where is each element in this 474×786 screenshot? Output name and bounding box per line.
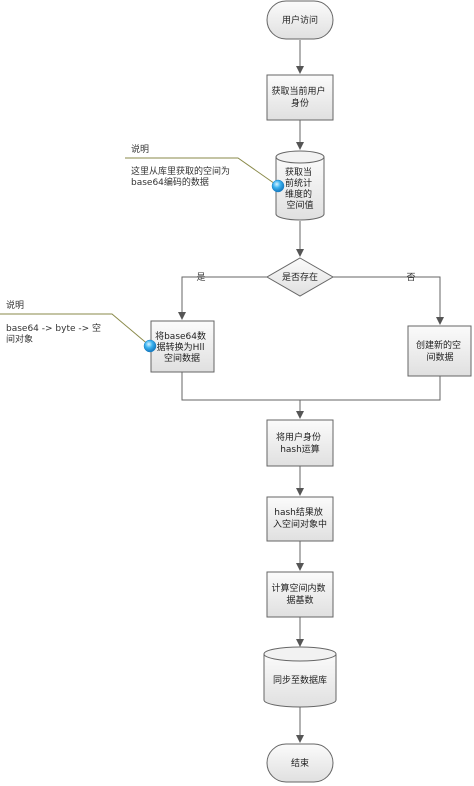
convert-line-2: 据转换为Hll bbox=[157, 341, 205, 353]
note-2-title: 说明 bbox=[6, 299, 24, 311]
note-2-line-2: 间对象 bbox=[6, 333, 33, 345]
note-1-line-1: 这里从库里获取的空间为 bbox=[131, 165, 230, 177]
note-2-anchor-dot[interactable] bbox=[143, 339, 157, 353]
convert-line-3: 空间数据 bbox=[164, 352, 200, 364]
hash-node[interactable]: 将用户身份 hash运算 bbox=[266, 419, 334, 467]
edge-label-yes: 是 bbox=[196, 272, 205, 283]
create-node[interactable]: 创建新的空 间数据 bbox=[407, 325, 472, 377]
sync-db-node[interactable]: 同步至数据库 bbox=[263, 646, 337, 708]
get-identity-text: 获取当前用户 身份 bbox=[272, 85, 329, 109]
edge-label-no: 否 bbox=[406, 272, 415, 283]
get-stats-line-1: 获取当 bbox=[285, 166, 312, 178]
count-line-1: 计算空间内数 bbox=[272, 582, 326, 594]
hash-line-2: hash运算 bbox=[280, 443, 320, 455]
get-stats-text: 获取当 前统计 维度的 空间值 bbox=[285, 166, 315, 211]
put-text: hash结果放 入空间对象中 bbox=[273, 506, 327, 530]
start-line-1: 用户访问 bbox=[282, 14, 318, 26]
exists-text: 是否存在 bbox=[282, 271, 318, 283]
put-line-2: 入空间对象中 bbox=[273, 518, 327, 530]
put-line-1: hash结果放 bbox=[274, 506, 323, 518]
get-stats-line-4: 空间值 bbox=[286, 199, 313, 211]
count-node[interactable]: 计算空间内数 据基数 bbox=[266, 571, 334, 618]
sync-text: 同步至数据库 bbox=[273, 674, 327, 686]
note-2: 说明 base64 -> byte -> 空 间对象 bbox=[0, 299, 157, 353]
note-1-anchor-dot[interactable] bbox=[271, 179, 285, 193]
get-identity-line-2: 身份 bbox=[291, 97, 309, 109]
end-text: 结束 bbox=[291, 757, 309, 769]
convert-node[interactable]: 将base64数 据转换为Hll 空间数据 bbox=[150, 320, 215, 373]
note-1-line-2: base64编码的数据 bbox=[131, 176, 209, 188]
get-identity-line-1: 获取当前用户 bbox=[272, 85, 326, 97]
create-text: 创建新的空 间数据 bbox=[416, 339, 464, 363]
note-2-line-1: base64 -> byte -> 空 bbox=[6, 322, 101, 334]
count-text: 计算空间内数 据基数 bbox=[272, 582, 329, 606]
create-line-2: 间数据 bbox=[426, 351, 453, 363]
edge-create-merge bbox=[300, 376, 441, 401]
note-1-title: 说明 bbox=[131, 143, 149, 155]
get-stats-line-2: 前统计 bbox=[285, 177, 312, 189]
edge-no bbox=[333, 276, 444, 325]
convert-line-1: 将base64数 bbox=[155, 330, 206, 342]
get-stats-db-node[interactable]: 获取当 前统计 维度的 空间值 bbox=[275, 150, 325, 221]
count-line-2: 据基数 bbox=[286, 594, 313, 606]
exists-decision-node[interactable]: 是否存在 bbox=[265, 257, 335, 297]
edge-yes bbox=[178, 276, 267, 320]
note-1-body: 这里从库里获取的空间为 base64编码的数据 bbox=[131, 165, 233, 188]
end-line-1: 结束 bbox=[291, 757, 309, 769]
hash-text: 将用户身份 hash运算 bbox=[276, 431, 324, 455]
start-node[interactable]: 用户访问 bbox=[266, 0, 334, 40]
get-identity-node[interactable]: 获取当前用户 身份 bbox=[266, 74, 334, 121]
edges bbox=[178, 40, 444, 743]
note-1: 说明 这里从库里获取的空间为 base64编码的数据 bbox=[125, 143, 285, 193]
create-line-1: 创建新的空 bbox=[416, 339, 461, 351]
put-node[interactable]: hash结果放 入空间对象中 bbox=[266, 496, 334, 542]
get-stats-line-3: 维度的 bbox=[285, 188, 312, 200]
convert-text: 将base64数 据转换为Hll 空间数据 bbox=[155, 330, 209, 364]
start-node-text: 用户访问 bbox=[282, 14, 318, 26]
sync-line-1: 同步至数据库 bbox=[273, 674, 327, 686]
note-1-leader bbox=[125, 157, 279, 187]
note-2-body: base64 -> byte -> 空 间对象 bbox=[6, 322, 104, 345]
edge-convert-merge bbox=[181, 372, 300, 401]
end-node[interactable]: 结束 bbox=[266, 743, 334, 783]
exists-line-1: 是否存在 bbox=[282, 271, 318, 283]
hash-line-1: 将用户身份 bbox=[276, 431, 321, 443]
note-2-leader bbox=[0, 313, 151, 347]
